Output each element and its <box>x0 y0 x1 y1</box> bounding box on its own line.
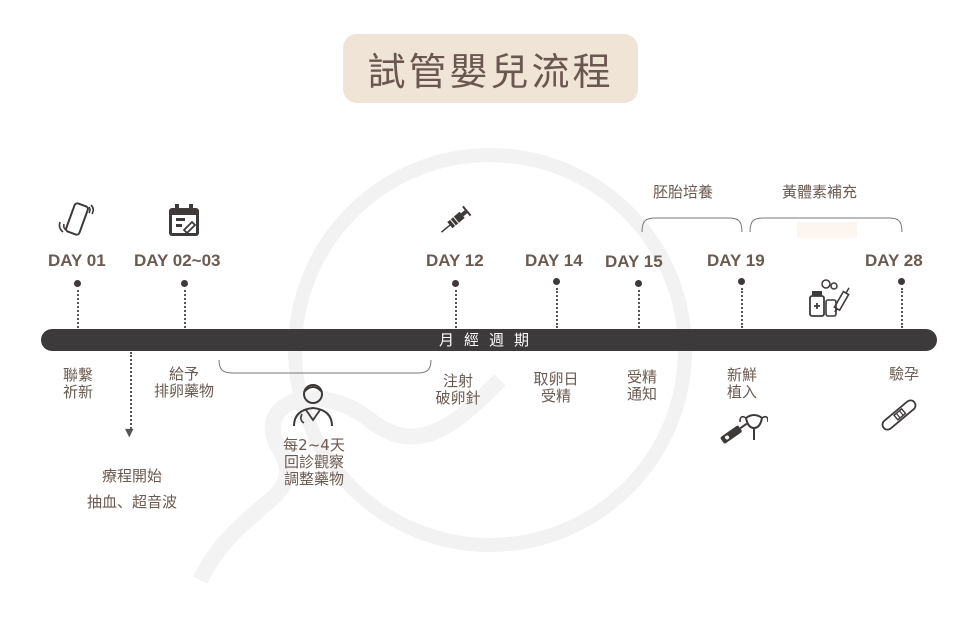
start-course-label: 療程開始 抽血、超音波 <box>86 467 177 511</box>
day-19-dot <box>738 278 745 285</box>
phone-icon <box>58 202 95 236</box>
day-15-label: DAY 15 <box>605 252 663 271</box>
fertilization-notice-label: 受精 通知 <box>626 368 657 403</box>
page-title: 試管嬰兒流程 <box>367 50 614 94</box>
egg-retrieval-label: 取卵日 受精 <box>533 370 579 405</box>
syringe-icon <box>440 205 472 233</box>
day-28-label: DAY 28 <box>865 251 923 270</box>
day-02-03-connector <box>184 290 186 328</box>
day-19-label: DAY 19 <box>707 251 765 270</box>
day-28-connector <box>901 288 903 328</box>
cycle-bar-label: 月經週期 <box>438 331 539 349</box>
transfer-icon <box>720 414 768 444</box>
arrow-down-icon: ▼ <box>125 426 134 439</box>
pregnancy-test-icon <box>881 399 917 431</box>
day-15-connector <box>638 290 640 328</box>
start-arrow-line <box>130 352 132 432</box>
day-01-label: DAY 01 <box>48 251 106 270</box>
phase-embryo-culture: 胚胎培養 <box>653 183 714 201</box>
pregnancy-test-label: 驗孕 <box>888 365 919 383</box>
day-15-dot <box>635 280 642 287</box>
injection-label: 注射 破卵針 <box>435 372 481 407</box>
medicine-icon <box>809 279 850 317</box>
day-01-connector <box>77 290 79 328</box>
day-14-dot <box>553 278 560 285</box>
calendar-icon <box>169 204 199 236</box>
fresh-transfer-label: 新鮮 植入 <box>726 366 757 401</box>
phase-highlight <box>797 222 857 238</box>
title-box: 試管嬰兒流程 <box>343 34 638 103</box>
menstrual-cycle-bar: 月經週期 <box>41 329 937 351</box>
day-12-dot <box>452 280 459 287</box>
followup-label: 每2~4天 回診觀察 調整藥物 <box>283 436 345 488</box>
day-02-03-dot <box>181 280 188 287</box>
doctor-icon <box>293 384 333 427</box>
progesterone-bracket <box>749 217 903 233</box>
day-28-dot <box>898 278 905 285</box>
day-12-label: DAY 12 <box>426 251 484 270</box>
followup-bracket <box>218 359 432 374</box>
embryo-culture-bracket <box>641 217 743 233</box>
day-19-connector <box>741 288 743 328</box>
day-14-connector <box>556 288 558 328</box>
day-14-label: DAY 14 <box>525 251 583 270</box>
give-meds-label: 給予 排卵藥物 <box>153 365 214 400</box>
day-12-connector <box>455 290 457 328</box>
contact-label: 聯繫 祈新 <box>62 366 93 401</box>
day-02-03-label: DAY 02~03 <box>134 251 221 270</box>
phase-progesterone: 黃體素補充 <box>782 183 858 201</box>
day-01-dot <box>74 280 81 287</box>
